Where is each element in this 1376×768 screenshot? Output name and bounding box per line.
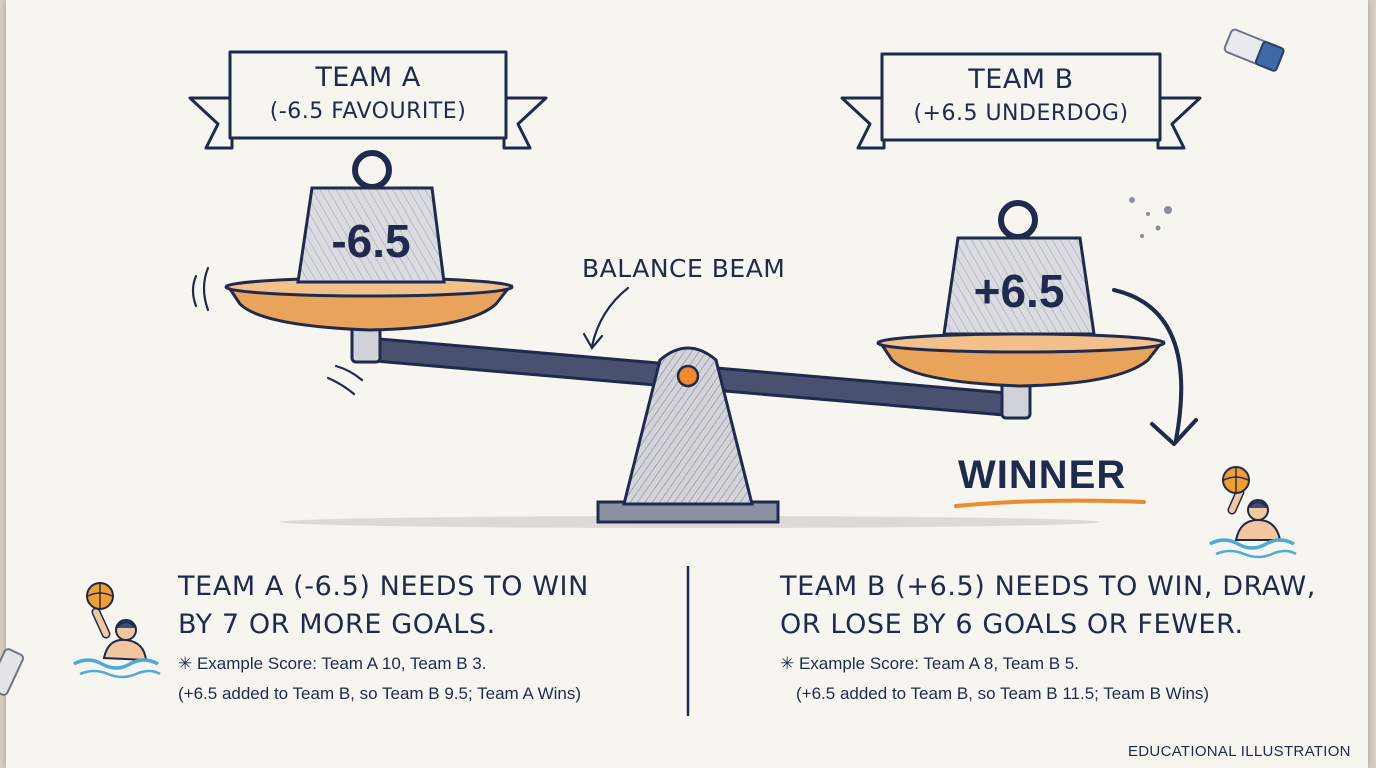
scale-pan-icon [876,332,1166,388]
team-b-banner-subtitle: (+6.5 UNDERDOG) [913,101,1129,126]
team-a-rule-line1: TEAM A (-6.5) NEEDS TO WIN [178,571,589,602]
team-a-rule-line2: BY 7 OR MORE GOALS. [178,609,496,640]
team-b-rule-line1: TEAM B (+6.5) NEEDS TO WIN, DRAW, [780,571,1316,602]
team-b-banner-title: TEAM B [968,64,1074,95]
water-polo-player-icon [73,582,161,679]
winner-label: WINNER [958,453,1127,497]
team-a-banner-subtitle: (-6.5 FAVOURITE) [269,99,467,124]
eraser-icon [1223,28,1285,72]
team-b-example-line2: (+6.5 added to Team B, so Team B 11.5; T… [796,684,1210,703]
team-a-weight-label: -6.5 [331,215,411,267]
weight-icon [296,150,446,284]
pivot-stand-icon [596,346,780,524]
curved-arrow-icon [1112,288,1198,446]
team-b-weight-label: +6.5 [973,265,1065,317]
water-polo-player-icon [1209,466,1297,559]
footer-caption: EDUCATIONAL ILLUSTRATION [1128,743,1351,760]
winner-underline [954,498,1146,508]
team-b-rule-line2: OR LOSE BY 6 GOALS OR FEWER. [780,609,1244,640]
banner-ribbon-icon [188,50,548,150]
scale-pan-icon [224,276,514,332]
eraser-icon [0,648,25,696]
weight-icon [942,200,1096,336]
balance-beam-label: BALANCE BEAM [582,254,786,283]
banner-ribbon-icon [840,52,1202,150]
team-a-example-line1: ✳ Example Score: Team A 10, Team B 3. [178,654,487,673]
team-b-example-line1: ✳ Example Score: Team A 8, Team B 5. [780,654,1079,673]
motion-lines [191,266,364,396]
team-a-banner-title: TEAM A [315,62,421,93]
graphite-specks [1129,197,1172,238]
team-a-example-line2: (+6.5 added to Team B, so Team B 9.5; Te… [178,684,582,703]
curved-arrow-icon [582,286,630,350]
